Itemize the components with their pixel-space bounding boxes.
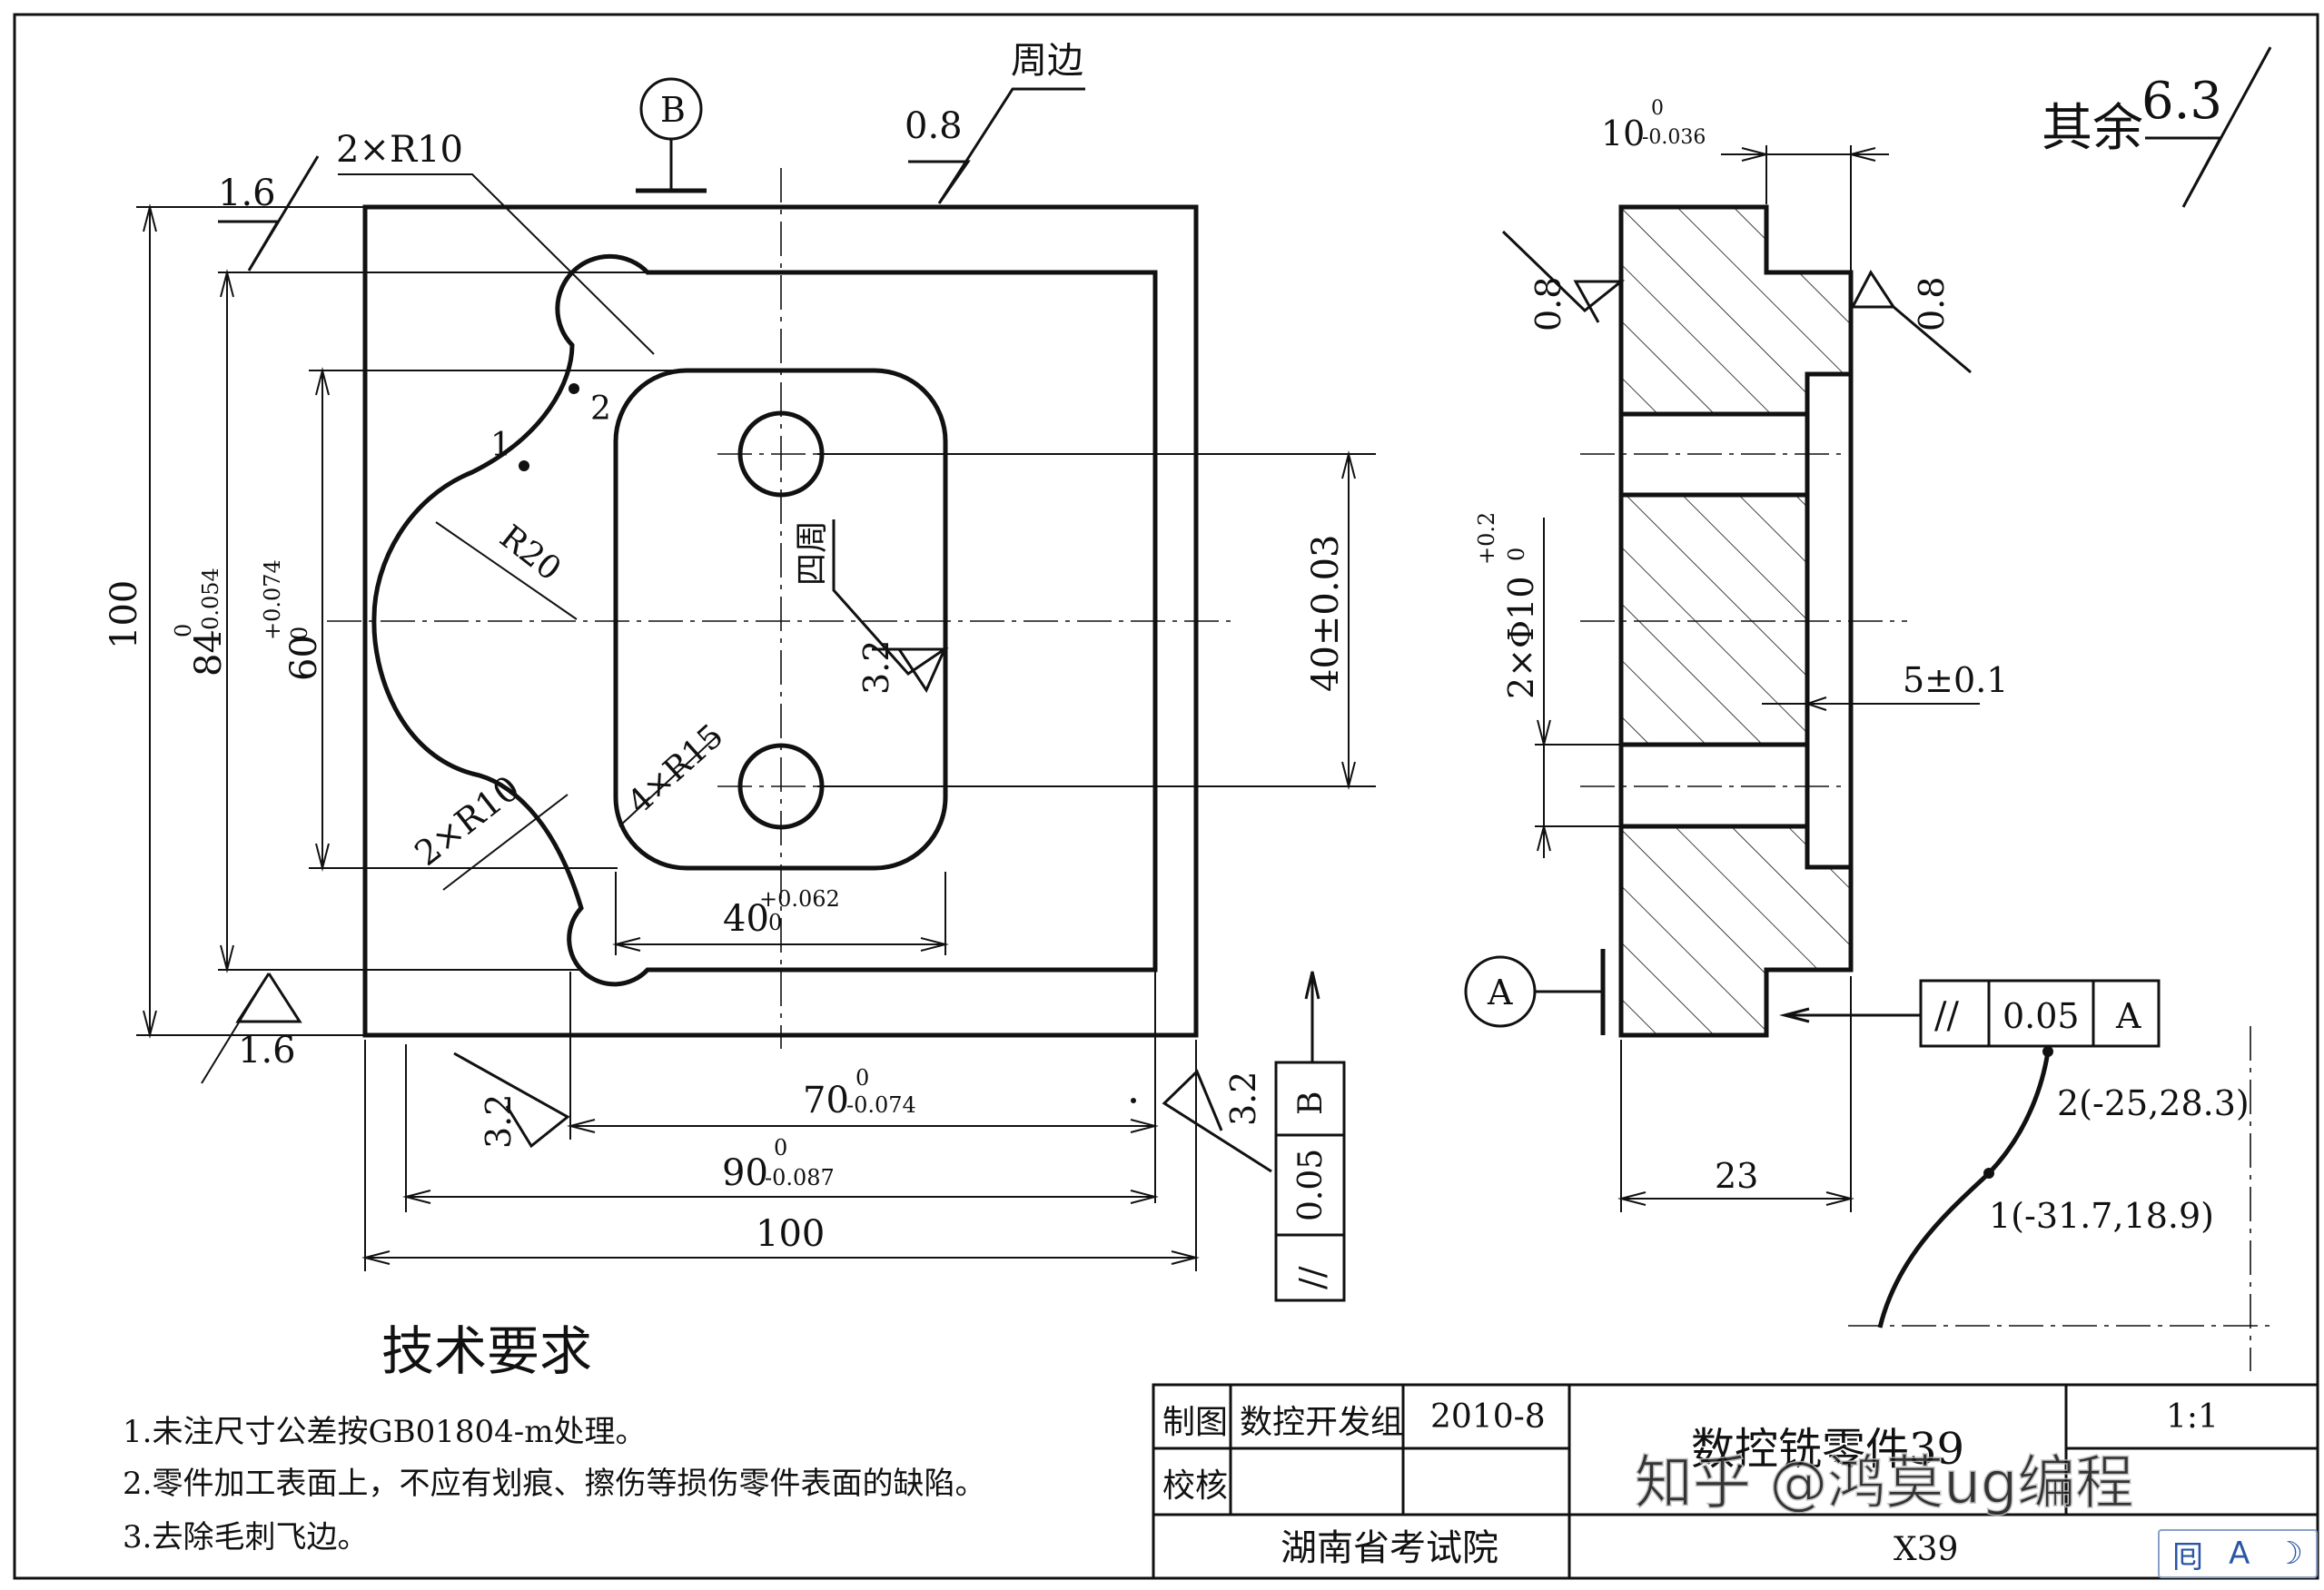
side-view: 10 0 -0.036 0.8 0.8 2×Φ10 +0.2 0 5±0.1 A: [1464, 97, 2161, 1212]
institute: 湖南省考试院: [1281, 1527, 1498, 1569]
point2-label: 2: [590, 390, 611, 428]
ime-language-icon[interactable]: A: [2229, 1536, 2250, 1572]
title-block: 制图 数控开发组 2010-8 校核 数控铣零件39 1:1 湖南省考试院 X3…: [1152, 1383, 2319, 1580]
four-sides-label: 四周: [794, 520, 831, 586]
width-90-upper: 0: [774, 1135, 787, 1160]
holes-label: 2×Φ10: [1501, 576, 1541, 699]
pocket-width-upper: +0.062: [759, 886, 840, 912]
check-label: 校核: [1162, 1467, 1228, 1505]
detail-curve: 2(-25,28.3) 1(-31.7,18.9): [1848, 1026, 2270, 1371]
width-70-label: 70: [803, 1080, 849, 1121]
pocket-width-lower: 0: [768, 910, 782, 935]
requirements-title: 技术要求: [381, 1320, 592, 1382]
front-parallel-datum: B: [1292, 1091, 1330, 1115]
scale: 1:1: [2166, 1398, 2219, 1436]
technical-requirements: 技术要求 1.未注尺寸公差按GB01804-m处理。 2.零件加工表面上，不应有…: [123, 1320, 985, 1555]
detail-p1: 1(-31.7,18.9): [1989, 1196, 2214, 1236]
surface-rest-value: 6.3: [2141, 72, 2222, 131]
surface-rest-label: 其余: [2042, 99, 2143, 158]
pocket-corners-label: 4×R15: [621, 717, 731, 822]
height-84-upper: 0: [171, 624, 196, 637]
detail-p2: 2(-25,28.3): [2057, 1083, 2250, 1123]
height-60-upper: +0.074: [260, 559, 285, 640]
drawing-no: X39: [1894, 1531, 1958, 1568]
height-60-label: 60: [283, 635, 325, 681]
roughness-left-top: 1.6: [218, 173, 276, 214]
height-100-label: 100: [104, 580, 145, 649]
roughness-left-bottom: 1.6: [238, 1030, 296, 1072]
holes-upper: +0.2: [1474, 512, 1499, 565]
roughness-bottom-right: 3.2: [1223, 1072, 1263, 1126]
requirement-1: 1.未注尺寸公差按GB01804-m处理。: [123, 1414, 646, 1450]
datum-b-label: B: [660, 90, 686, 130]
perimeter-label: 周边: [1011, 40, 1083, 82]
front-parallel-value: 0.05: [1292, 1149, 1330, 1221]
date: 2010-8: [1430, 1398, 1546, 1436]
side-parallel-value: 0.05: [2003, 996, 2080, 1036]
fillet-bottom-label: 2×R10: [407, 768, 527, 874]
roughness-bottom-left: 3.2: [479, 1094, 519, 1149]
arc-r20-label: R20: [492, 518, 568, 588]
drawn-label: 制图: [1162, 1404, 1228, 1441]
requirement-3: 3.去除毛刺飞边。: [123, 1519, 368, 1555]
width-70-lower: -0.074: [846, 1092, 916, 1118]
side-parallel-symbol: //: [1934, 995, 1959, 1037]
drawn-by: 数控开发组: [1240, 1404, 1403, 1441]
width-70-upper: 0: [855, 1065, 869, 1091]
watermark: 知乎 @鸿莫ug编程: [1635, 1450, 2134, 1517]
roughness-side-left: 0.8: [1528, 277, 1568, 331]
front-parallel-symbol: //: [1292, 1266, 1332, 1289]
step-10-label: 10: [1601, 114, 1645, 153]
drawing-frame: [13, 13, 2319, 1580]
point1-label: 1: [490, 427, 511, 464]
part-name: 数控铣零件39: [1691, 1424, 1964, 1475]
hole-spacing-label: 40±0.03: [1305, 535, 1347, 692]
height-60-lower: 0: [287, 627, 312, 640]
height-84-lower: -0.054: [198, 568, 223, 637]
front-view: 1 2 B 0.8 周边 1.6 1.6 2×R10 R20 2×R10 4×R…: [104, 40, 1376, 1302]
roughness-top-outer: 0.8: [905, 105, 963, 147]
fillet-top-label: 2×R10: [336, 129, 463, 171]
ime-mode-icon[interactable]: 囘: [2172, 1538, 2204, 1575]
width-90-lower: -0.087: [765, 1165, 835, 1190]
height-84-label: 84: [188, 630, 230, 676]
step-10-lower: -0.036: [1642, 126, 1706, 149]
roughness-side-right: 0.8: [1912, 277, 1952, 331]
width-100-label: 100: [756, 1213, 825, 1255]
thickness-label: 23: [1715, 1156, 1758, 1196]
roughness-pocket: 3.2: [856, 640, 896, 695]
depth-label: 5±0.1: [1903, 660, 2008, 700]
width-90-label: 90: [722, 1152, 768, 1194]
ime-moon-icon[interactable]: ☽: [2275, 1536, 2303, 1572]
pocket-width-label: 40: [723, 898, 769, 940]
surface-rest: 其余 6.3: [2042, 46, 2272, 208]
step-10-upper: 0: [1651, 97, 1664, 120]
requirement-2: 2.零件加工表面上，不应有划痕、擦伤等损伤零件表面的缺陷。: [123, 1466, 985, 1502]
boss-contour: [371, 253, 1158, 987]
ime-toolbar[interactable]: 囘 A ☽: [2158, 1529, 2318, 1578]
side-parallel-datum: A: [2115, 996, 2141, 1036]
datum-a-label: A: [1487, 973, 1513, 1012]
holes-lower: 0: [1504, 548, 1529, 561]
